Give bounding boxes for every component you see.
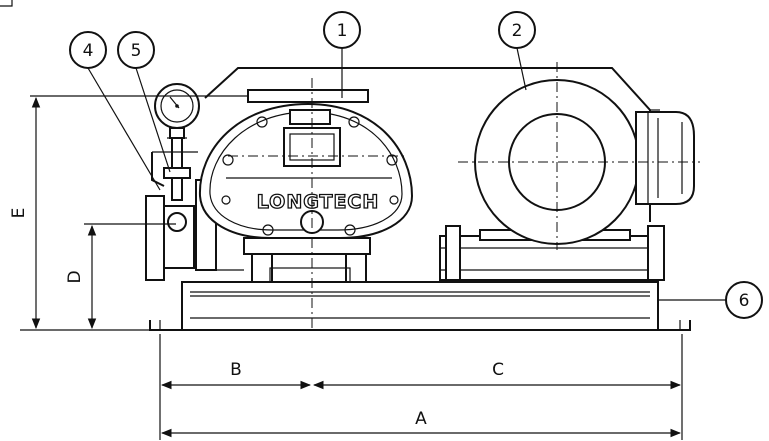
dimension-a: A (160, 409, 682, 438)
balloon-4-label: 4 (83, 41, 94, 61)
dimension-e: E (9, 95, 248, 331)
corner-mark (0, 0, 13, 7)
balloon-6: 6 (658, 281, 763, 319)
dimension-b-label: B (230, 360, 242, 380)
balloon-2: 2 (498, 11, 536, 91)
balloon-4: 4 (69, 31, 161, 191)
motor (458, 62, 700, 250)
blower: LONGTECH (198, 78, 414, 332)
balloon-1-label: 1 (337, 21, 348, 41)
motor-slide-rail (439, 225, 665, 281)
balloon-1: 1 (323, 11, 361, 98)
balloon-5: 5 (117, 31, 171, 173)
balloon-2-label: 2 (512, 21, 523, 41)
dimension-d-label: D (65, 270, 85, 283)
dimension-c-label: C (492, 360, 504, 380)
dimension-c: C (312, 360, 682, 390)
dimension-b: B (160, 360, 312, 390)
brand-label: LONGTECH (257, 191, 380, 213)
balloon-5-label: 5 (131, 41, 142, 61)
dimension-d: D (65, 223, 176, 330)
dimension-a-label: A (415, 409, 427, 429)
base-frame (149, 281, 691, 331)
dimension-e-label: E (9, 208, 29, 219)
balloon-6-label: 6 (739, 291, 750, 311)
pressure-gauge (151, 83, 200, 232)
